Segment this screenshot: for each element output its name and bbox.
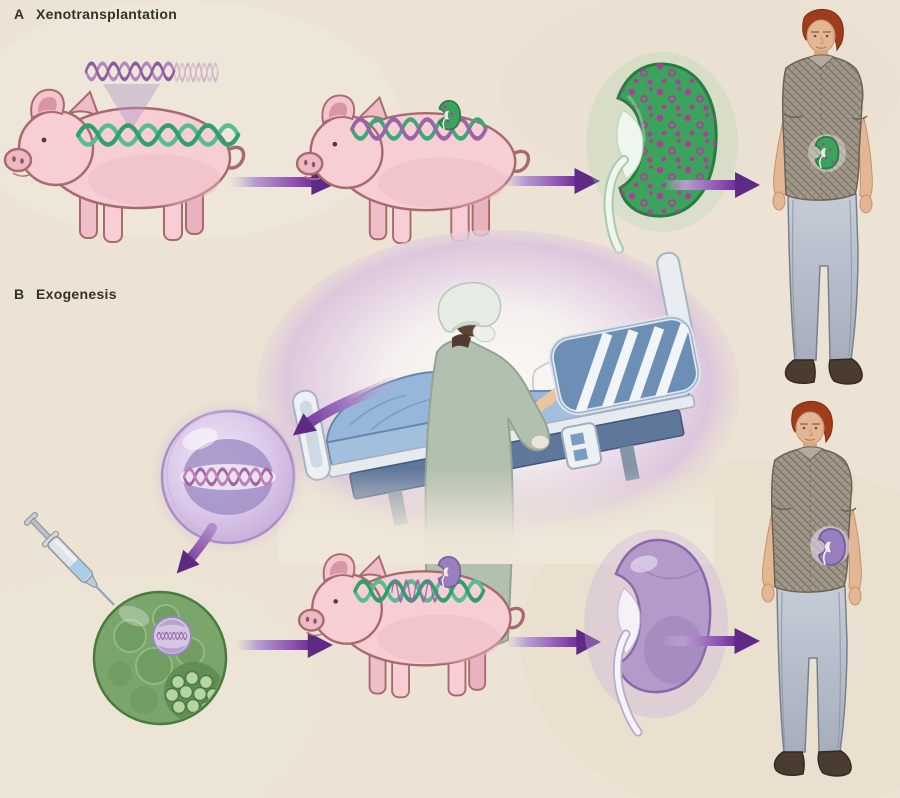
ureter	[614, 631, 641, 735]
embryo-blastocyst	[92, 590, 228, 726]
ureter	[605, 157, 627, 252]
arrow-inject-cell	[176, 523, 217, 574]
panel-b-exogenesis	[23, 230, 863, 777]
kidney-cell-dots	[443, 105, 454, 123]
surgeon-glove	[530, 434, 550, 450]
surgeon-neck	[452, 334, 471, 348]
pig-gene-editing	[3, 61, 246, 244]
recipient-man-a	[772, 8, 874, 385]
pig-gene-edited	[295, 93, 531, 245]
xeno-kidney-green	[586, 52, 738, 254]
recipient-man-b	[761, 400, 863, 777]
gene-insert-funnel	[103, 84, 160, 131]
kidney-cell-dots	[821, 142, 835, 164]
kidney-crease	[637, 565, 699, 580]
panel-a-xenotransplantation	[3, 8, 874, 385]
bed-control-panel	[560, 422, 603, 470]
human-kidney-purple	[584, 530, 728, 737]
patient-cell	[150, 399, 306, 555]
injected-human-cell	[152, 616, 192, 656]
cap-band	[451, 321, 481, 331]
surgical-cap	[437, 281, 502, 333]
syringe-icon	[23, 511, 115, 606]
side-rail	[548, 315, 701, 417]
arrow-biopsy	[292, 376, 398, 436]
